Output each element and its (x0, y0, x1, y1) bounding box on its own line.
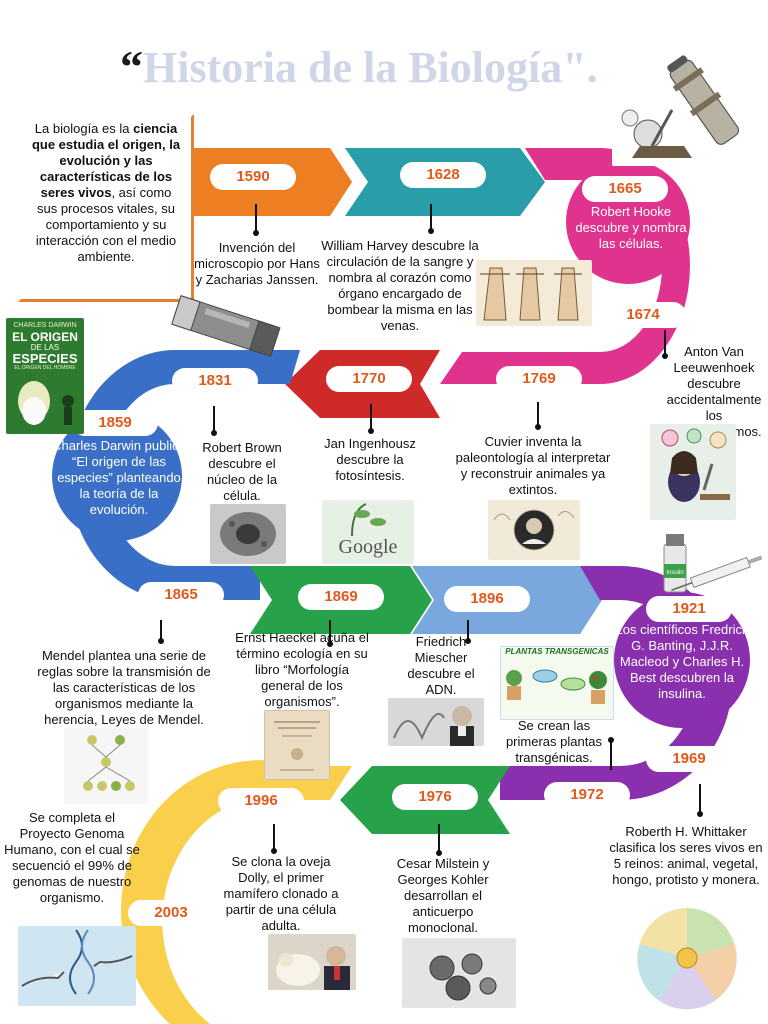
five-kingdoms-image (637, 908, 737, 1010)
event-text-1770: Jan Ingenhousz descubre la fotosíntesis. (324, 436, 416, 483)
mendel-diagram-image (64, 728, 148, 804)
dot-1770 (368, 428, 374, 434)
year-1869: 1869 (298, 584, 384, 610)
year-1976: 1976 (392, 784, 478, 810)
year-1969: 1969 (646, 746, 732, 772)
event-text-1896: Friedrich Miescher descubre el ADN. (407, 634, 475, 697)
event-text-1665: Robert Hooke descubre y nombra las célul… (575, 204, 687, 251)
year-1896: 1896 (444, 586, 530, 612)
stem-1969 (699, 784, 701, 814)
year-1674: 1674 (600, 302, 686, 328)
google-doodle-image: Google (322, 500, 414, 564)
year-1865: 1865 (138, 582, 224, 608)
title-open-quote: “ (120, 41, 143, 92)
stem-1896 (467, 620, 469, 642)
dolly-sheep-image (268, 934, 356, 990)
stem-1996 (273, 824, 275, 852)
intro-text-bold: ciencia que estudia el origen, la evoluc… (31, 121, 181, 200)
page-title: “Historia de la Biología". (120, 40, 598, 93)
event-text-1590: Invención del microscopio por Hans y Zac… (194, 240, 320, 287)
event-text-1921: Los científicos Fredrick G. Banting, J.J… (615, 622, 749, 701)
insulin-label: Insulin (666, 570, 683, 576)
leeuwenhoek-image (650, 424, 736, 520)
transgenic-banner: PLANTAS TRANSGENICAS (505, 647, 609, 656)
book-subtitle: EL ORIGEN DEL HOMBRE (14, 365, 76, 371)
segment-2003-curve (121, 760, 352, 1024)
dot-1896 (465, 638, 471, 644)
year-2003: 2003 (128, 900, 214, 926)
google-doodle-text: Google (338, 536, 398, 558)
stem-1590 (255, 204, 257, 236)
stem-1972 (610, 740, 612, 770)
dot-1996 (271, 848, 277, 854)
year-1665: 1665 (582, 176, 668, 202)
event-text-1831: Robert Brown descubre el núcleo de la cé… (202, 440, 282, 503)
year-1590: 1590 (210, 164, 296, 190)
year-1769: 1769 (496, 366, 582, 392)
stem-1865 (160, 620, 162, 642)
stem-1976 (438, 824, 440, 854)
year-1996: 1996 (218, 788, 304, 814)
hooke-microscope-image (612, 48, 768, 166)
event-text-1976: Cesar Milstein y Georges Kohler desarrol… (396, 856, 490, 935)
circle-1859 (52, 411, 182, 541)
dot-1972 (608, 737, 614, 743)
dot-1590 (253, 230, 259, 236)
year-1921: 1921 (646, 596, 732, 622)
dot-1769 (535, 424, 541, 430)
event-text-1769: Cuvier inventa la paleontología al inter… (455, 434, 611, 497)
event-text-2003: Se completa el Proyecto Genoma Humano, c… (4, 810, 140, 905)
title-text: Historia de la Biología". (143, 43, 598, 92)
book-title-3: ESPECIES (12, 351, 78, 366)
microscope-tube-image (171, 295, 281, 357)
cuvier-image (488, 500, 580, 560)
dot-1674 (662, 353, 668, 359)
event-text-1869: Ernst Haeckel acuña el término ecología … (235, 630, 369, 709)
leaf-icon (351, 503, 386, 537)
segment-1665-curve (440, 148, 690, 384)
haeckel-book-image (264, 710, 330, 780)
dot-1831 (211, 430, 217, 436)
insulin-syringe-image: Insulin (663, 534, 763, 593)
miescher-dna-image (388, 698, 484, 746)
stem-1770 (370, 404, 372, 432)
harvey-arms-image (476, 260, 592, 326)
event-text-1859: Charles Darwin publica “El origen de las… (52, 438, 186, 517)
dot-1976 (436, 850, 442, 856)
year-1831: 1831 (172, 368, 258, 394)
intro-text-1: La biología es la (34, 121, 130, 136)
event-text-1865: Mendel plantea una serie de reglas sobre… (37, 648, 211, 727)
stem-1769 (537, 402, 539, 428)
book-title-1: EL ORIGEN (12, 330, 78, 344)
cell-nucleus-image (210, 504, 286, 564)
intro-text-2: , así como sus procesos vitales, su comp… (35, 185, 177, 264)
dot-1869 (327, 641, 333, 647)
year-1859: 1859 (72, 410, 158, 436)
intro-box: La biología es la ciencia que estudia el… (18, 114, 194, 302)
year-1770: 1770 (326, 366, 412, 392)
stem-1869 (329, 620, 331, 646)
stem-1628 (430, 204, 432, 232)
plants-diagram-icon (506, 669, 607, 704)
event-text-1996: Se clona la oveja Dolly, el primer mamíf… (223, 854, 339, 933)
book-title-2: DE LAS (30, 343, 60, 352)
book-author: CHARLES DARWIN (13, 322, 77, 329)
event-text-1972: Se crean las primeras plantas transgénic… (505, 718, 603, 765)
genome-hands-image (18, 926, 136, 1006)
event-text-1628: William Harvey descubre la circulación d… (321, 238, 479, 333)
dot-1969 (697, 811, 703, 817)
darwin-portrait-icon (18, 381, 74, 425)
event-text-1969: Roberth H. Whittaker clasifica los seres… (609, 824, 763, 887)
year-1628: 1628 (400, 162, 486, 188)
circle-1921 (614, 592, 750, 728)
dot-1865 (158, 638, 164, 644)
stem-1674 (664, 330, 666, 358)
darwin-book-image: CHARLES DARWIN EL ORIGEN DE LAS ESPECIES… (6, 318, 84, 434)
stem-1831 (213, 406, 215, 434)
antibody-image (402, 938, 516, 1008)
year-1972: 1972 (544, 782, 630, 808)
segment-1831-curve (69, 350, 300, 600)
transgenic-plants-image: PLANTAS TRANSGENICAS (500, 646, 614, 720)
dot-1628 (428, 228, 434, 234)
